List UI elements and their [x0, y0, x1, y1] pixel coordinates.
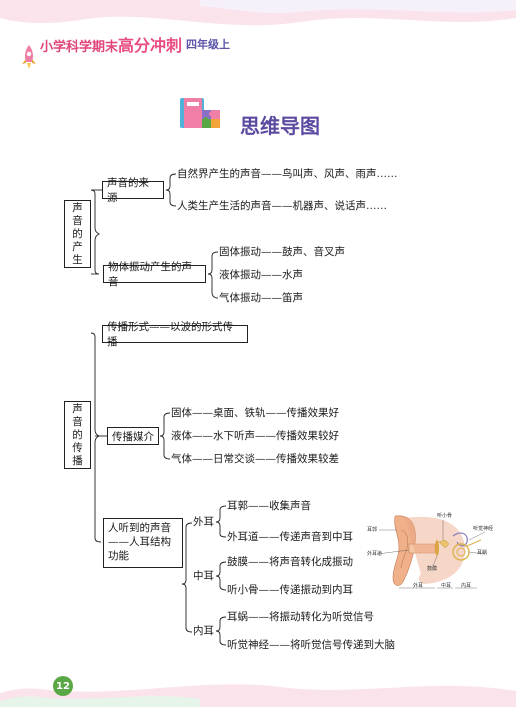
header-grade: 四年级上: [186, 38, 230, 51]
map1-vibration-item: 固体振动——鼓声、音叉声: [219, 246, 345, 258]
ear-label-cochlea: 耳蜗: [477, 550, 488, 556]
map2-hearing-box: 人听到的声音 ——人耳结构 功能: [103, 518, 183, 568]
inner-ear-label: 内耳: [193, 625, 214, 637]
ear-label-inner: 内耳: [461, 583, 472, 589]
top-decoration: [0, 0, 516, 26]
ear-label-canal: 外耳道: [367, 551, 383, 557]
map1-vibration-box: 物体振动产生的声音: [103, 261, 206, 288]
outer-ear-item: 耳郭——收集声音: [227, 500, 311, 512]
ear-diagram: 耳郭 外耳道 听小骨 听觉神经 耳蜗 鼓膜 外耳 中耳 内耳: [365, 510, 495, 595]
middle-ear-label: 中耳: [193, 570, 214, 582]
map1-root: 声音的产生: [64, 200, 91, 268]
middle-ear-item: 鼓膜——将声音转化成振动: [227, 556, 353, 568]
inner-ear-item: 耳蜗——将振动转化为听觉信号: [227, 611, 374, 623]
ear-anatomy-icon: [365, 510, 495, 595]
map2-form-box: 传播形式——以波的形式传播: [102, 321, 248, 348]
section-title: 思维导图: [240, 114, 320, 138]
map2-medium-item: 液体——水下听声——传播效果较好: [171, 430, 339, 442]
map1-source-item: 自然界产生的声音——鸟叫声、风声、雨声……: [177, 168, 398, 180]
ear-label-nerve: 听觉神经: [473, 526, 494, 532]
outer-ear-item: 外耳道——传递声音到中耳: [227, 531, 353, 543]
map1-vibration-item: 液体振动——水声: [219, 269, 303, 281]
middle-ear-item: 听小骨——传递振动到内耳: [227, 584, 353, 596]
bottom-decoration: [0, 684, 516, 707]
ear-label-middle: 中耳: [441, 583, 452, 589]
ear-label-eardrum: 鼓膜: [427, 566, 438, 572]
book-puzzle-icon: [180, 98, 220, 128]
map2-medium-item: 气体——日常交谈——传播效果较差: [171, 453, 339, 465]
map2-root: 声音的传播: [64, 401, 91, 469]
ear-label-auricle: 耳郭: [367, 527, 378, 533]
map1-source-item: 人类生产生活的声音——机器声、说话声……: [177, 200, 387, 212]
header-title: 小学科学期末高分冲刺: [40, 32, 182, 56]
ear-label-outer: 外耳: [413, 583, 424, 589]
map2-medium-box: 传播媒介: [107, 427, 159, 445]
ear-label-ossicles: 听小骨: [437, 513, 453, 519]
header-title-part-a: 小学科学期末: [40, 40, 119, 55]
map2-medium-item: 固体——桌面、铁轨——传播效果好: [171, 407, 339, 419]
rocket-icon: [22, 45, 36, 69]
map1-vibration-item: 气体振动——笛声: [219, 292, 303, 304]
map1-source-box: 声音的来源: [102, 177, 164, 204]
header-title-part-b: 高分冲刺: [118, 36, 183, 55]
page-number: 12: [53, 676, 73, 696]
outer-ear-label: 外耳: [193, 516, 214, 528]
inner-ear-item: 听觉神经——将听觉信号传递到大脑: [227, 639, 395, 651]
